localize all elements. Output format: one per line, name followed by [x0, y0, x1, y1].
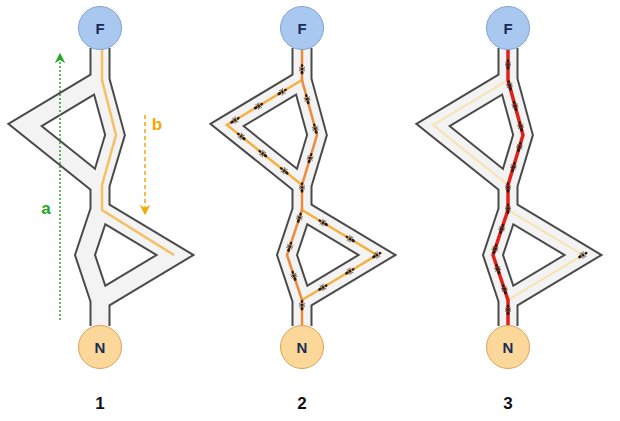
node-letter: N	[95, 339, 106, 356]
node-letter: N	[503, 339, 514, 356]
food-circle: F	[78, 6, 122, 50]
panel-three	[433, 48, 583, 326]
nest-circle: N	[486, 325, 530, 369]
panel-one	[25, 48, 175, 326]
panel-number: 1	[93, 394, 106, 414]
panel-number: 3	[501, 394, 514, 414]
panel-number: 2	[295, 394, 308, 414]
arrow-label: b	[150, 115, 164, 135]
panel-two	[227, 48, 377, 326]
nest-circle: N	[78, 325, 122, 369]
food-circle: F	[280, 6, 324, 50]
node-letter: F	[297, 20, 306, 37]
food-circle: F	[486, 6, 530, 50]
arrow-label: a	[39, 199, 52, 219]
node-letter: F	[95, 20, 104, 37]
node-letter: F	[503, 20, 512, 37]
nest-circle: N	[280, 325, 324, 369]
ant-group	[229, 59, 589, 315]
node-letter: N	[297, 339, 308, 356]
